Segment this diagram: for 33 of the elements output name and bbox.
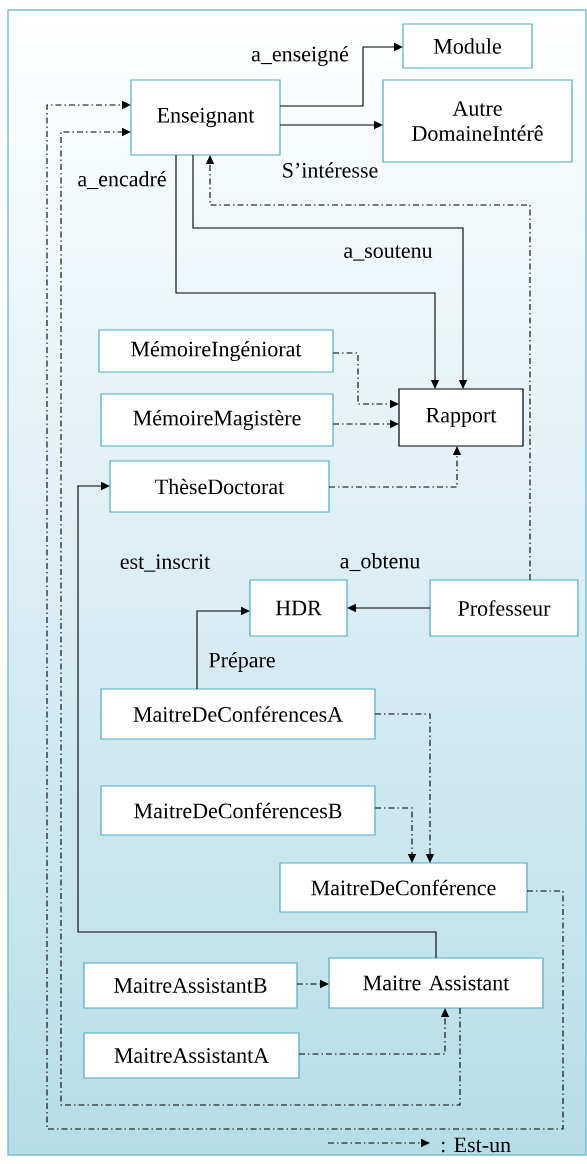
arrow [77, 481, 437, 959]
class-box: HDR [249, 579, 348, 637]
class-box: MémoireMagistère [100, 393, 334, 447]
edge-label: a_enseigné [251, 45, 349, 67]
class-box: ThèseDoctorat [109, 460, 330, 513]
class-box: MaitreDeConférencesA [100, 688, 376, 740]
arrow [279, 42, 403, 107]
class-box: MémoireIngéniorat [98, 329, 334, 373]
edge-label: est_inscrit [120, 554, 211, 572]
class-box: MaitreAssistantA [83, 1032, 300, 1079]
edge-label: Prépare [209, 652, 275, 672]
class-box: Rapport [398, 388, 524, 447]
arrow [374, 807, 417, 863]
edge-label: a_soutenu [344, 245, 433, 261]
legend-text: : Est-un [441, 1137, 511, 1153]
edge-label: a_encadré [78, 170, 166, 190]
class-box: Module [402, 23, 533, 69]
class-box: MaitreAssistantB [83, 962, 298, 1009]
arrow [175, 154, 440, 389]
class-box: Enseignant [130, 79, 281, 156]
edge-label: a_obtenu [340, 552, 420, 572]
arrow [60, 127, 461, 1106]
class-box: MaitreDeConférencesB [100, 785, 376, 836]
arrow [46, 100, 564, 1130]
arrow [374, 713, 435, 863]
arrow [192, 154, 468, 389]
class-box: Autre DomaineIntérê [382, 79, 573, 163]
arrow [205, 155, 531, 581]
edge-label: S’intéresse [283, 162, 378, 178]
class-box: Maitre Assistant [328, 957, 544, 1009]
class-box: MaitreDeConférence [279, 862, 528, 913]
arrow [196, 606, 250, 690]
class-box: Professeur [429, 579, 579, 637]
